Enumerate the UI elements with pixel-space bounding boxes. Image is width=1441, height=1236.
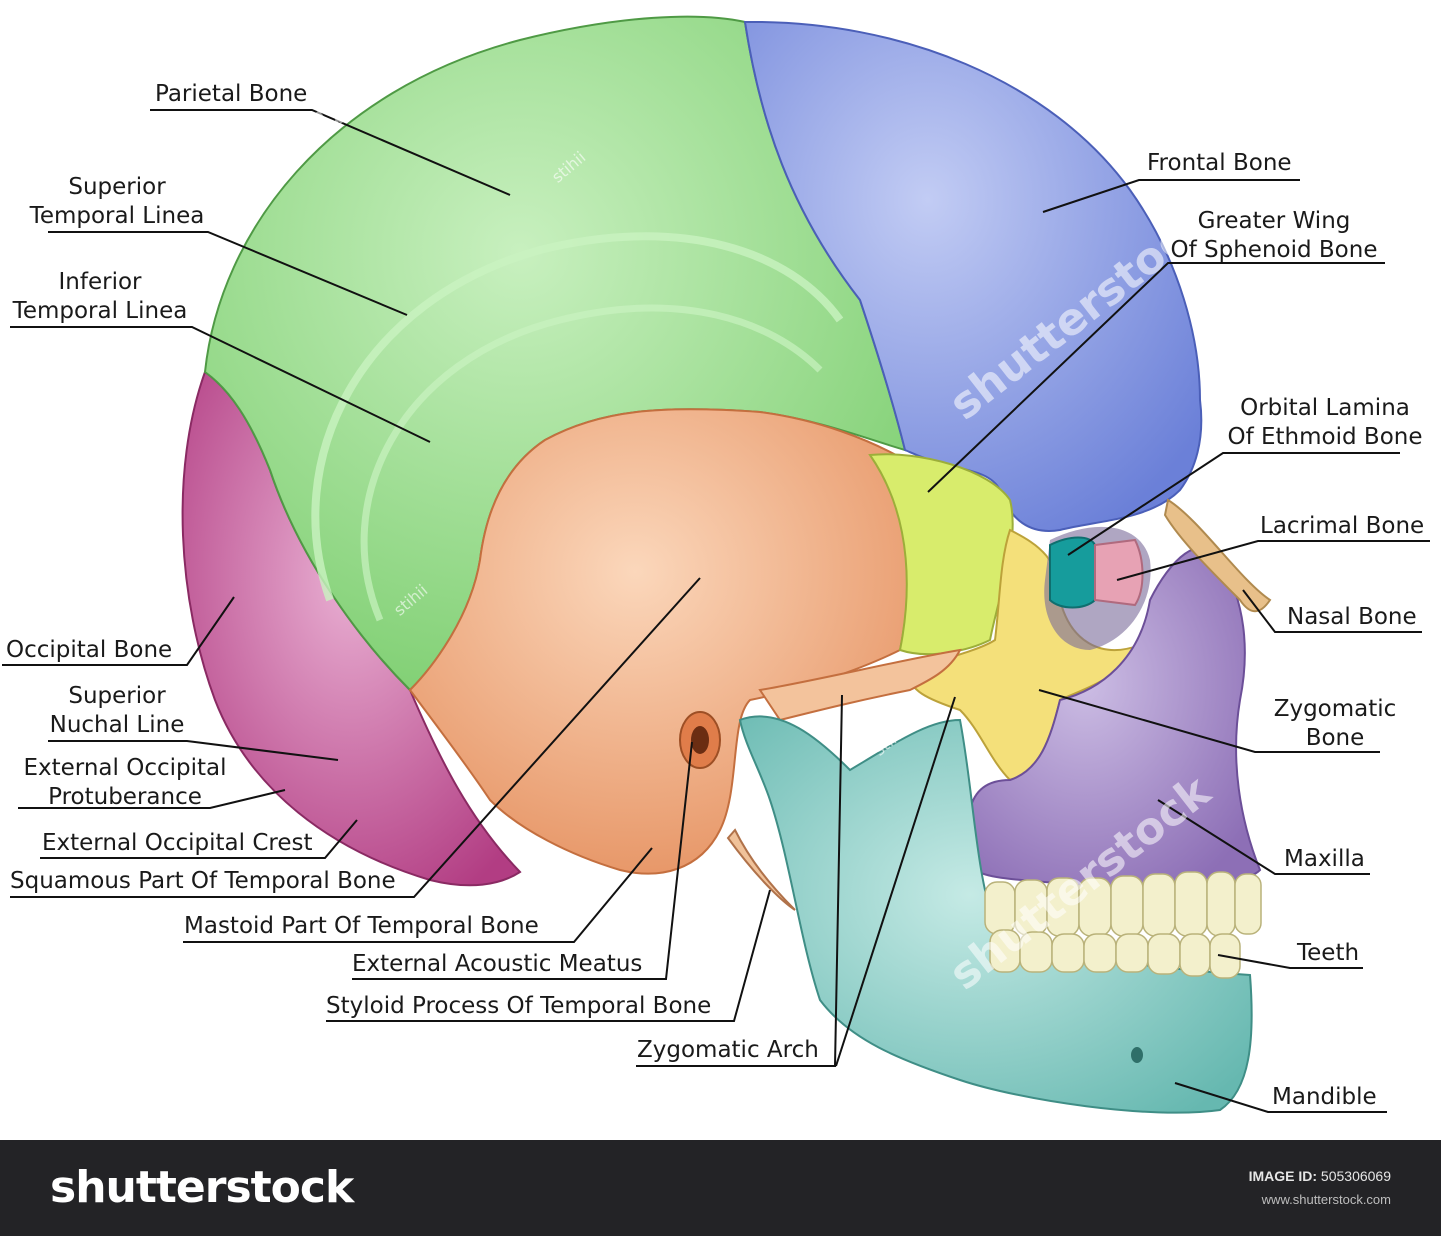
label-line: Temporal Linea bbox=[12, 298, 188, 324]
label-superior-nuchal-line: Superior Nuchal Line bbox=[42, 682, 192, 740]
label-maxilla: Maxilla bbox=[1284, 846, 1365, 872]
label-external-occipital-protuberance: External Occipital Protuberance bbox=[18, 754, 232, 812]
mental-foramen bbox=[1131, 1047, 1143, 1063]
leader-lines bbox=[2, 109, 1430, 1113]
mandible-shape bbox=[738, 715, 1253, 1114]
brand-logo[interactable]: shutterstock bbox=[50, 1162, 354, 1213]
site-url[interactable]: www.shutterstock.com bbox=[1261, 1192, 1391, 1207]
label-line: Greater Wing bbox=[1197, 208, 1351, 234]
label-mastoid-part: Mastoid Part Of Temporal Bone bbox=[184, 913, 539, 939]
label-lacrimal-bone: Lacrimal Bone bbox=[1260, 513, 1425, 539]
inferior-temporal-line-shape bbox=[360, 304, 823, 622]
label-line: Orbital Lamina bbox=[1240, 395, 1410, 421]
label-line: Temporal Linea bbox=[29, 203, 205, 229]
skull-illustration bbox=[2, 15, 1430, 1114]
label-line: Nuchal Line bbox=[49, 712, 185, 738]
zygomatic-arch-shape bbox=[758, 648, 962, 722]
temporal-bone-shape bbox=[408, 408, 912, 875]
label-greater-wing-sphenoid: Greater Wing Of Sphenoid Bone bbox=[1160, 207, 1388, 265]
acoustic-meatus-hole bbox=[691, 726, 709, 754]
teeth-shape bbox=[984, 871, 1262, 979]
label-line: Superior bbox=[68, 174, 166, 200]
image-id: IMAGE ID: 505306069 bbox=[1249, 1168, 1391, 1184]
label-line: Zygomatic bbox=[1273, 696, 1397, 722]
label-line: Superior bbox=[68, 683, 166, 709]
label-line: Bone bbox=[1305, 725, 1365, 751]
label-orbital-lamina-ethmoid: Orbital Lamina Of Ethmoid Bone bbox=[1218, 394, 1432, 452]
image-id-value: 505306069 bbox=[1320, 1168, 1391, 1184]
label-zygomatic-arch: Zygomatic Arch bbox=[637, 1037, 819, 1063]
label-squamous-part: Squamous Part Of Temporal Bone bbox=[10, 868, 396, 894]
styloid-process-shape bbox=[726, 828, 796, 911]
label-line: Inferior bbox=[58, 269, 142, 295]
label-external-acoustic-meatus: External Acoustic Meatus bbox=[352, 951, 643, 977]
label-zygomatic-bone: Zygomatic Bone bbox=[1262, 695, 1408, 753]
label-mandible: Mandible bbox=[1272, 1084, 1377, 1110]
image-id-label: IMAGE ID: bbox=[1248, 1168, 1318, 1184]
footer-bar: shutterstock IMAGE ID: 505306069 www.shu… bbox=[0, 1140, 1441, 1236]
label-superior-temporal-linea: Superior Temporal Linea bbox=[24, 173, 210, 231]
superior-temporal-line-shape bbox=[311, 232, 844, 602]
label-line: Of Sphenoid Bone bbox=[1170, 237, 1378, 263]
label-nasal-bone: Nasal Bone bbox=[1287, 604, 1417, 630]
label-line: External Occipital bbox=[23, 755, 227, 781]
label-parietal-bone: Parietal Bone bbox=[155, 81, 308, 107]
nasal-bone-shape bbox=[1163, 498, 1272, 613]
label-inferior-temporal-linea: Inferior Temporal Linea bbox=[8, 268, 192, 326]
frontal-bone-shape bbox=[743, 20, 1203, 532]
lacrimal-bone-shape bbox=[1094, 538, 1144, 607]
ethmoid-lamina-shape bbox=[1049, 536, 1096, 609]
label-line: Protuberance bbox=[48, 784, 202, 810]
label-teeth: Teeth bbox=[1297, 940, 1360, 966]
label-occipital-bone: Occipital Bone bbox=[6, 637, 173, 663]
label-styloid-process: Styloid Process Of Temporal Bone bbox=[326, 993, 712, 1019]
label-frontal-bone: Frontal Bone bbox=[1147, 150, 1292, 176]
sphenoid-greater-wing-shape bbox=[868, 453, 1014, 656]
label-external-occipital-crest: External Occipital Crest bbox=[42, 830, 313, 856]
label-line: Of Ethmoid Bone bbox=[1227, 424, 1423, 450]
